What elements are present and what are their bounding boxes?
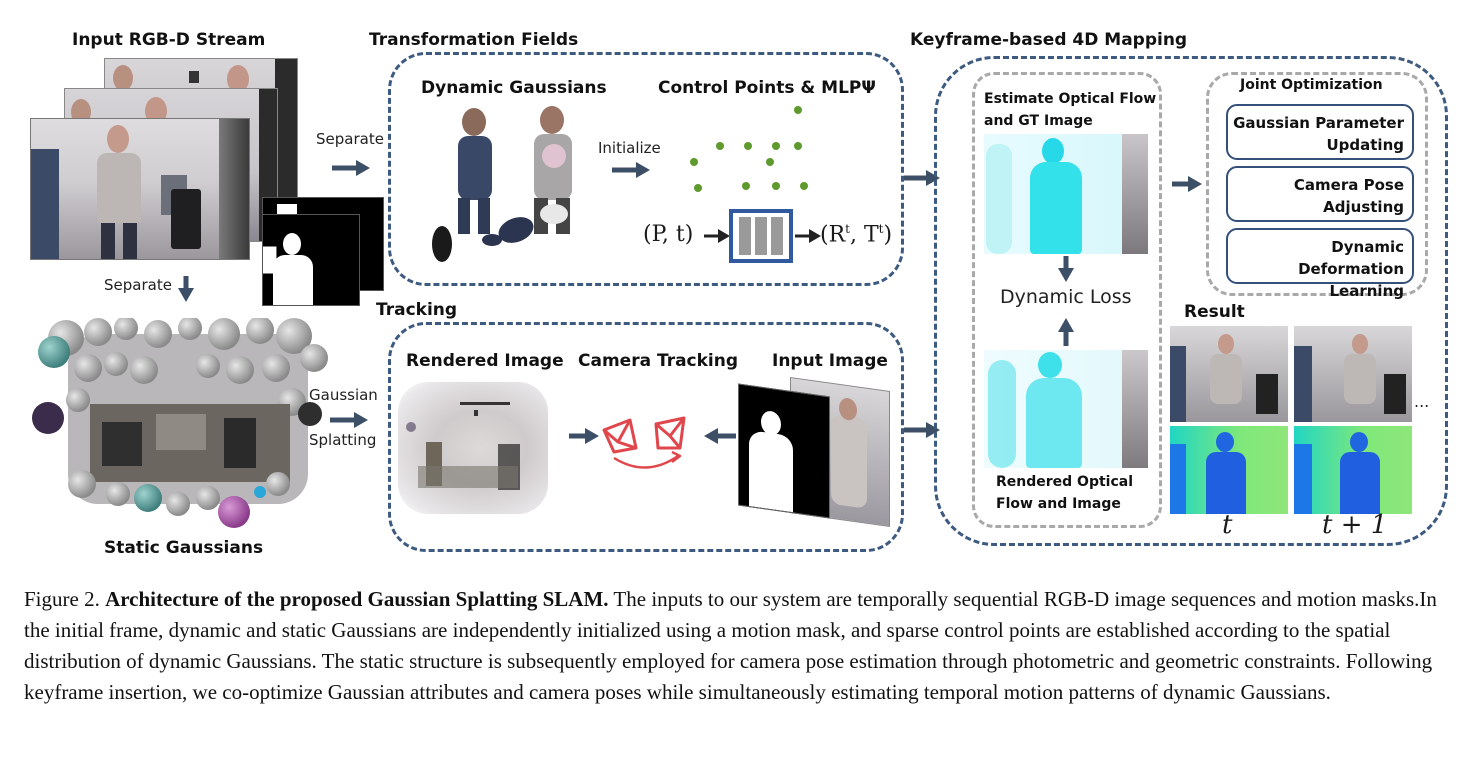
flow-to-joint-arrow — [1172, 176, 1202, 192]
tracking-title: Tracking — [376, 300, 458, 320]
tracking-box — [388, 322, 904, 552]
result-rgb-t — [1170, 326, 1288, 422]
caption-prefix: Figure 2. — [24, 587, 106, 611]
result-rgb-t1 — [1294, 326, 1412, 422]
control-point — [772, 182, 780, 190]
joint-optimization-box — [1206, 72, 1428, 296]
splatting-arrow — [330, 412, 368, 428]
control-point — [744, 142, 752, 150]
fields-to-mapping-arrow — [904, 170, 940, 186]
camera-pose-line1: Camera Pose — [1293, 176, 1404, 194]
mlp-network — [729, 209, 793, 263]
control-point — [772, 142, 780, 150]
camera-tracking-label: Camera Tracking — [578, 351, 739, 371]
control-points — [690, 106, 808, 192]
camera-pose-line2: Adjusting — [1323, 198, 1404, 216]
gaussian-param-line2: Updating — [1326, 136, 1404, 154]
dynamic-deform-line2: Learning — [1329, 282, 1405, 300]
transformation-fields-title: Transformation Fields — [369, 30, 579, 50]
mlp-output: (Rt, Tt) — [820, 222, 892, 247]
camera-pose-box: Camera Pose Adjusting — [1226, 166, 1414, 222]
mlp-output-r: (R — [820, 222, 846, 248]
rendered-to-tracking-arrow — [569, 428, 599, 444]
separate-down-label: Separate — [104, 276, 172, 294]
dynamic-loss-label: Dynamic Loss — [1000, 286, 1132, 308]
mlp-in-arrow — [704, 229, 730, 243]
joint-optimization-label: Joint Optimization — [1240, 77, 1383, 93]
estimate-flow-label: Estimate Optical Flow and GT Image — [984, 88, 1156, 132]
control-point — [690, 158, 698, 166]
input-stream-title: Input RGB-D Stream — [72, 30, 266, 50]
keyframe-mapping-title: Keyframe-based 4D Mapping — [910, 30, 1188, 50]
gaussian-label: Gaussian — [309, 386, 378, 404]
control-point — [794, 142, 802, 150]
input-image-mask — [738, 383, 830, 519]
result-time-t1: t + 1 — [1322, 510, 1388, 540]
separate-down-arrow — [178, 276, 194, 302]
initialize-label: Initialize — [598, 139, 661, 157]
gaussian-parameter-box: Gaussian Parameter Updating — [1226, 104, 1414, 160]
initialize-arrow — [612, 162, 650, 178]
input-frame-front — [30, 118, 250, 260]
caption-body: The inputs to our system are temporally … — [24, 587, 1437, 704]
mlp-output-sup-t2: t — [878, 222, 884, 236]
mlp-output-close: ) — [883, 222, 893, 248]
mlp-output-sup-t: t — [845, 222, 850, 236]
rendered-flow-line2: Flow and Image — [996, 496, 1121, 512]
static-gaussians-cloud — [28, 318, 328, 532]
flow-down-arrow — [1058, 256, 1074, 282]
dynamic-gaussians-label: Dynamic Gaussians — [421, 78, 607, 98]
control-point — [694, 184, 702, 192]
rendered-flow-label: Rendered Optical Flow and Image — [996, 471, 1133, 515]
keyframe-mapping-box — [934, 56, 1448, 546]
dynamic-deform-line1: Dynamic Deformation — [1298, 238, 1404, 278]
transformation-fields-box — [388, 52, 904, 286]
mlp-out-arrow — [795, 229, 821, 243]
tracking-to-mapping-arrow — [904, 422, 940, 438]
camera-tracking-icon — [602, 416, 686, 469]
rendered-flow-image — [984, 350, 1148, 468]
mlp-input: (P, t) — [643, 222, 694, 247]
motion-mask-front — [262, 214, 360, 306]
rendered-image — [398, 382, 548, 514]
estimated-flow-image — [984, 134, 1148, 254]
static-gaussians-label: Static Gaussians — [104, 538, 264, 558]
rendered-image-label: Rendered Image — [406, 351, 564, 371]
control-points-label: Control Points & MLPΨ — [658, 78, 876, 98]
figure-caption: Figure 2. Architecture of the proposed G… — [24, 584, 1448, 708]
result-time-t: t — [1222, 510, 1233, 540]
mlp-output-t: , T — [849, 222, 879, 248]
control-point — [800, 182, 808, 190]
input-image-label: Input Image — [772, 351, 888, 371]
flow-up-arrow — [1058, 318, 1074, 346]
control-point — [766, 158, 774, 166]
control-point — [794, 106, 802, 114]
result-flow-t1 — [1294, 426, 1412, 514]
result-label: Result — [1184, 302, 1245, 322]
caption-title: Architecture of the proposed Gaussian Sp… — [105, 587, 609, 611]
gaussian-param-line1: Gaussian Parameter — [1233, 114, 1404, 132]
rendered-flow-line1: Rendered Optical — [996, 474, 1134, 490]
flow-column-box — [972, 72, 1162, 528]
result-ellipsis: ... — [1414, 392, 1430, 411]
control-point — [716, 142, 724, 150]
dynamic-gaussians-figures — [432, 106, 572, 262]
splatting-label: Splatting — [309, 431, 377, 449]
estimate-flow-line2: and GT Image — [984, 113, 1093, 129]
dynamic-deformation-box: Dynamic Deformation Learning — [1226, 228, 1414, 300]
separate-right-label: Separate — [316, 130, 384, 148]
result-flow-t — [1170, 426, 1288, 514]
separate-right-arrow — [332, 160, 370, 176]
estimate-flow-line1: Estimate Optical Flow — [984, 91, 1157, 107]
control-point — [742, 182, 750, 190]
input-to-tracking-arrow — [704, 428, 736, 444]
